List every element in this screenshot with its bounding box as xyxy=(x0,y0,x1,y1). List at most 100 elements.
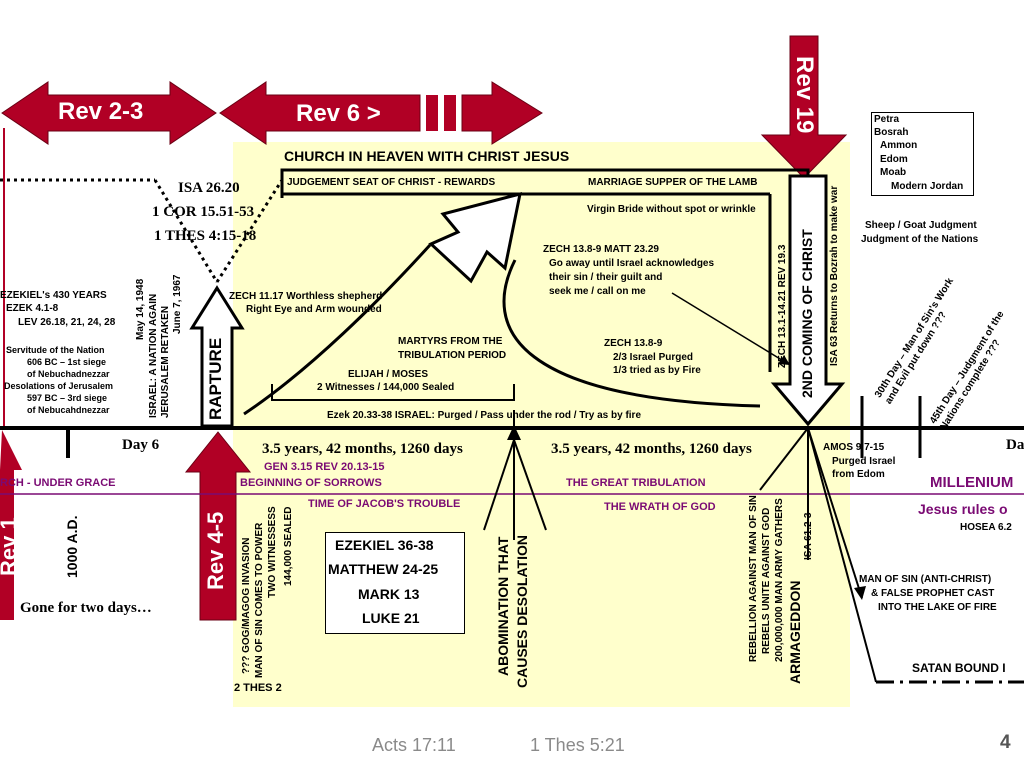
elijah-l2: 2 Witnesses / 144,000 Sealed xyxy=(317,382,455,393)
second-coming-ref1: ZECH 13.1-14.21 REV 19.3 xyxy=(777,244,788,368)
scripture-luke: LUKE 21 xyxy=(362,610,420,626)
second-coming-arrow xyxy=(770,174,846,427)
man-of-sin-l3: INTO THE LAKE OF FIRE xyxy=(878,602,997,613)
purged-israel-2: from Edom xyxy=(832,469,885,480)
footer-ref-thes: 1 Thes 5:21 xyxy=(530,735,625,755)
virgin-bride: Virgin Bride without spot or wrinkle xyxy=(587,204,756,215)
rev-4-5-label[interactable]: Rev 4-5 xyxy=(203,511,228,590)
scripture-matthew: MATTHEW 24-25 xyxy=(328,561,439,577)
second-coming-label: 2ND COMING OF CHRIST xyxy=(799,229,815,398)
ezekiel-430-l2: EZEK 4.1-8 xyxy=(6,303,59,314)
rapture-ref-1: ISA 26.20 xyxy=(178,180,240,196)
rev-19-down-arrow xyxy=(760,35,848,179)
scripture-mark: MARK 13 xyxy=(358,586,420,602)
hosea: HOSEA 6.2 xyxy=(960,522,1012,533)
gog-l2: MAN OF SIN COMES TO POWER xyxy=(254,522,265,678)
purged-israel-1: Purged Israel xyxy=(832,456,896,467)
man-of-sin-l1: MAN OF SIN (ANTI-CHRIST) xyxy=(859,574,992,585)
israel-note-3: JERUSALEM RETAKEN xyxy=(160,305,171,418)
judgement-seat: JUDGEMENT SEAT OF CHRIST - REWARDS xyxy=(287,177,496,188)
page-number: 4 xyxy=(1000,732,1011,753)
ad-1000: 1000 A.D. xyxy=(64,515,80,578)
servitude-l5: 597 BC – 3rd siege xyxy=(27,393,108,403)
israel-note-1: May 14, 1948 xyxy=(135,278,146,340)
armageddon: ARMAGEDDON xyxy=(787,580,803,684)
day-6: Day 6 xyxy=(122,437,160,453)
elijah-l1: ELIJAH / MOSES xyxy=(348,369,429,380)
rev-6-label[interactable]: Rev 6 > xyxy=(296,100,381,127)
servitude-l4: Desolations of Jerusalem xyxy=(4,381,114,391)
zech-matt-ref: ZECH 13.8-9 MATT 23.29 xyxy=(543,244,659,255)
rapture-ref-2: 1 COR 15.51-53 xyxy=(152,204,255,220)
rev-6-arrow xyxy=(219,81,421,145)
jacobs-trouble: TIME OF JACOB'S TROUBLE xyxy=(308,498,461,510)
rev-2-3-arrow xyxy=(1,81,217,145)
ezekiel-430-l3: LEV 26.18, 21, 24, 28 xyxy=(18,317,116,328)
jesus-rules: Jesus rules o xyxy=(918,501,1008,517)
rebellion-l2: REBELS UNITE AGAINST GOD xyxy=(761,507,772,654)
zech-purge-l3: 1/3 tried as by Fire xyxy=(613,365,701,376)
zech-1117-l2: Right Eye and Arm wounded xyxy=(246,304,382,315)
zech-matt-l3: seek me / call on me xyxy=(549,286,646,297)
rev-4-5-up-arrow xyxy=(184,431,252,621)
gog-l4: 144,000 SEALED xyxy=(283,506,294,587)
edom-moab: Moab xyxy=(880,167,907,178)
sheep-goat-l1: Sheep / Goat Judgment xyxy=(865,220,977,231)
isa-61: ISA 61.2-3 xyxy=(803,512,814,560)
servitude-l3: of Nebuchadnezzar xyxy=(27,369,110,379)
amos: AMOS 9.7-15 xyxy=(823,442,885,453)
edom-ammon: Ammon xyxy=(880,140,918,151)
sheep-goat-l2: Judgment of the Nations xyxy=(861,234,979,245)
two-thes: 2 THES 2 xyxy=(234,682,282,694)
second-coming-ref2: ISA 63 Returns to Bozrah to make war xyxy=(829,185,840,366)
zech-purge-l1: ZECH 13.8-9 xyxy=(604,338,663,349)
scripture-ezekiel: EZEKIEL 36-38 xyxy=(335,537,434,553)
half-2: 3.5 years, 42 months, 1260 days xyxy=(551,441,752,457)
rev-1-up-arrow xyxy=(0,430,22,620)
zech-matt-l1: Go away until Israel acknowledges xyxy=(549,258,715,269)
rapture-ref-3: 1 THES 4:15-18 xyxy=(154,228,257,244)
edom-bosrah: Bosrah xyxy=(874,127,909,138)
millenium: MILLENIUM xyxy=(930,474,1014,491)
rebellion-l3: 200,000,000 MAN ARMY GATHERS xyxy=(774,498,785,662)
israel-note-4: June 7, 1967 xyxy=(172,274,183,334)
servitude-l1: Servitude of the Nation xyxy=(6,345,105,355)
martyrs-l2: TRIBULATION PERIOD xyxy=(398,350,507,361)
satan-bound: SATAN BOUND I xyxy=(912,661,1006,675)
edom-box xyxy=(871,112,974,196)
great-tribulation: THE GREAT TRIBULATION xyxy=(566,477,706,489)
ezekiel-430-l1: EZEKIEL's 430 YEARS xyxy=(0,290,107,301)
gone-two-days: Gone for two days… xyxy=(20,600,152,616)
rebellion-l1: REBELLION AGAINST MAN OF SIN xyxy=(748,495,759,662)
servitude-l2: 606 BC – 1st siege xyxy=(27,357,107,367)
servitude-l6: of Nebucahdnezzar xyxy=(27,405,110,415)
rev-1-label[interactable]: Rev 1 xyxy=(0,517,21,576)
gog-l3: TWO WITNESSESS xyxy=(267,506,278,598)
edom-edom: Edom xyxy=(880,154,908,165)
gog-l1: ??? GOG/MAGOG INVASION xyxy=(241,537,252,674)
half-1: 3.5 years, 42 months, 1260 days xyxy=(262,441,463,457)
footer-ref-acts: Acts 17:11 xyxy=(372,735,456,755)
zech-matt-l2: their sin / their guilt and xyxy=(549,272,663,283)
edom-jordan: Modern Jordan xyxy=(891,181,964,192)
ezek-2033: Ezek 20.33-38 ISRAEL: Purged / Pass unde… xyxy=(327,410,641,421)
zech-purge-l2: 2/3 Israel Purged xyxy=(613,352,694,363)
edom-petra: Petra xyxy=(874,114,900,125)
marriage-supper: MARRIAGE SUPPER OF THE LAMB xyxy=(588,177,758,188)
day-next: Da xyxy=(1006,437,1024,453)
wrath-of-god: THE WRATH OF GOD xyxy=(604,501,716,513)
scripture-box xyxy=(325,532,465,634)
zech-1117-l1: ZECH 11.17 Worthless shepherd xyxy=(229,291,383,302)
beginning-sorrows: BEGINNING OF SORROWS xyxy=(240,477,382,489)
gen-ref: GEN 3.15 REV 20.13-15 xyxy=(264,461,385,473)
abomination-l2: CAUSES DESOLATION xyxy=(514,535,530,688)
church-heaven-title: CHURCH IN HEAVEN WITH CHRIST JESUS xyxy=(284,148,570,164)
israel-note-2: ISRAEL: A NATION AGAIN xyxy=(148,293,159,418)
abomination-l1: ABOMINATION THAT xyxy=(495,536,511,676)
rev-2-3-label[interactable]: Rev 2-3 xyxy=(58,98,144,125)
rapture-label: RAPTURE xyxy=(206,337,225,420)
man-of-sin-l2: & FALSE PROPHET CAST xyxy=(871,588,995,599)
rev-19-label[interactable]: Rev 19 xyxy=(791,56,818,134)
church-under-grace: RCH - UNDER GRACE xyxy=(0,477,116,489)
